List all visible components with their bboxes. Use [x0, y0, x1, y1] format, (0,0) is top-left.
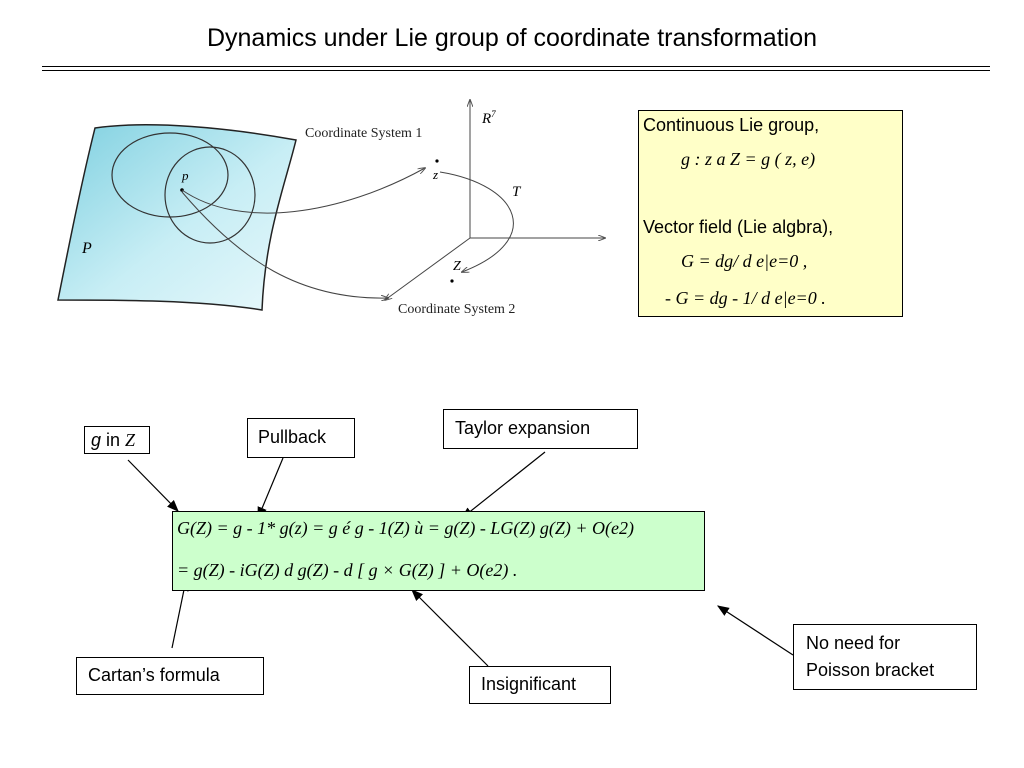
equation-row-1: G(Z) = g - 1* g(z) = g é g - 1(Z) ù = g(… — [177, 518, 635, 538]
point-Z — [450, 279, 454, 283]
title-divider-top — [42, 66, 990, 67]
chart-circle-2 — [164, 146, 256, 244]
coord-system-2-label: Coordinate System 2 — [398, 302, 516, 317]
transformation-arc — [439, 171, 514, 272]
point-z — [435, 159, 439, 163]
taylor-expansion-label: Taylor expansion — [443, 409, 638, 449]
poisson-bracket-label: No need for Poisson bracket — [793, 624, 977, 690]
manifold-label: P — [82, 240, 92, 257]
cartans-formula-label: Cartan’s formula — [76, 657, 264, 695]
arrow-taylor — [461, 451, 546, 519]
lie-group-box: Continuous Lie group, g : z a Z = g ( z,… — [638, 110, 903, 317]
arrow-cartan — [171, 578, 189, 649]
r7-label: R7 — [482, 109, 496, 127]
z-big-label: Z — [453, 259, 461, 274]
z-small-label: z — [433, 167, 439, 182]
map-to-system-1 — [181, 168, 425, 214]
main-equation-box: G(Z) = g - 1* g(z) = g é g - 1(Z) ù = g(… — [172, 511, 705, 591]
vector-field-equation: G = dg/ d e|e=0 , — [681, 251, 808, 271]
manifold-sheet — [57, 124, 297, 311]
p-label: p — [182, 168, 189, 183]
insignificant-label: Insignificant — [469, 666, 611, 704]
coord-system-1-label: Coordinate System 1 — [305, 126, 423, 141]
t-label: T — [512, 184, 521, 200]
page-title: Dynamics under Lie group of coordinate t… — [206, 24, 818, 52]
arrow-g-in-z — [127, 459, 179, 512]
pullback-label: Pullback — [247, 418, 355, 458]
arrow-pullback — [257, 457, 284, 520]
equation-row-2: = g(Z) - iG(Z) d g(Z) - d [ g × G(Z) ] +… — [177, 560, 518, 580]
arrow-insignificant — [411, 589, 489, 667]
title-divider-bottom — [42, 70, 990, 71]
lie-group-equation: g : z a Z = g ( z, e) — [681, 149, 816, 169]
map-to-system-2 — [181, 191, 388, 298]
g-in-z-label: g in Z — [84, 426, 150, 454]
lie-group-heading: Continuous Lie group, — [643, 115, 820, 135]
axis-diagonal — [385, 237, 471, 300]
arrow-poisson — [716, 605, 794, 656]
vector-field-heading: Vector field (Lie algbra), — [643, 217, 834, 237]
inverse-vector-field-equation: - G = dg - 1/ d e|e=0 . — [665, 288, 826, 308]
